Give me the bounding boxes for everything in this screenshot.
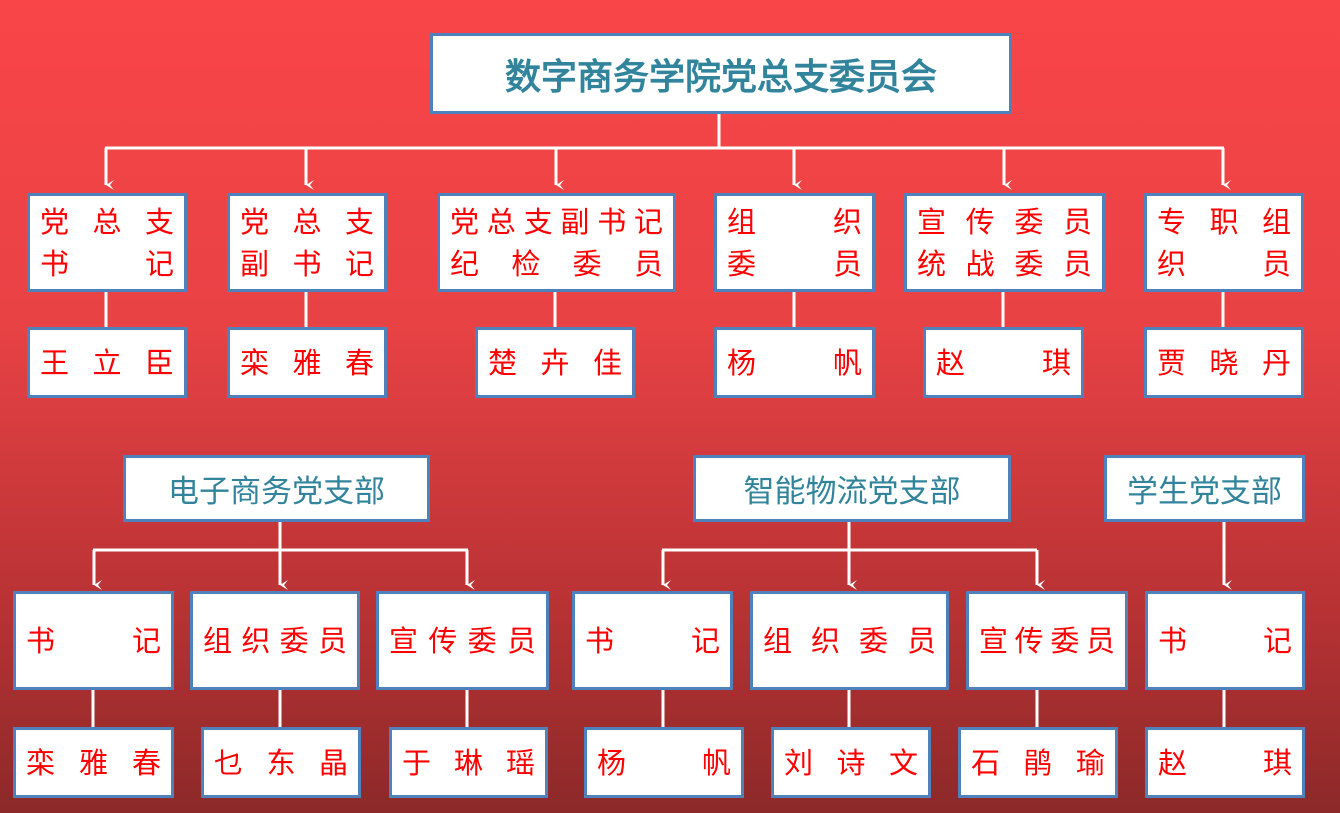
member-name: 楚 卉 佳 — [488, 345, 622, 380]
role-line: 党 总 支 — [240, 204, 374, 239]
role-line: 书 记 — [40, 246, 174, 281]
committee-role-box: 专 职 组织 员 — [1144, 193, 1304, 292]
role-line: 委 员 — [727, 246, 862, 281]
role-line: 副 书 记 — [240, 246, 374, 281]
member-name: 栾 雅 春 — [240, 345, 374, 380]
role-line: 宣 传 委 员 — [917, 204, 1092, 239]
role-line: 党 总 支 — [40, 204, 174, 239]
committee-role-box: 党总支副书记纪 检 委 员 — [437, 193, 676, 292]
role-line: 书 记 — [1158, 623, 1292, 658]
member-name: 乜 东 晶 — [214, 745, 348, 780]
committee-title: 数字商务学院党总支委员会 — [430, 33, 1012, 114]
role-line: 组织委员 — [203, 623, 347, 658]
branch-role-box: 宣传委员 — [966, 591, 1128, 690]
branch-name-box: 栾 雅 春 — [13, 727, 174, 798]
member-name: 王 立 臣 — [40, 345, 174, 380]
member-name: 赵 琪 — [1158, 745, 1292, 780]
branch-role-box: 书 记 — [13, 591, 174, 690]
role-line: 书 记 — [585, 623, 720, 658]
branch-name-box: 杨 帆 — [584, 727, 744, 798]
role-line: 纪 检 委 员 — [450, 246, 663, 281]
branch-name-box: 刘 诗 文 — [771, 727, 931, 798]
branch-name-box: 乜 东 晶 — [201, 727, 361, 798]
member-name: 赵 琪 — [936, 345, 1071, 380]
role-line: 书 记 — [26, 623, 161, 658]
branch-header-ecommerce: 电子商务党支部 — [123, 455, 430, 522]
committee-name-box: 王 立 臣 — [27, 327, 187, 398]
role-line: 党总支副书记 — [450, 204, 663, 239]
committee-name-box: 赵 琪 — [923, 327, 1084, 398]
branch-header-student: 学生党支部 — [1104, 455, 1305, 522]
member-name: 杨 帆 — [727, 345, 862, 380]
committee-role-box: 组 织委 员 — [714, 193, 875, 292]
role-line: 组 织 委 员 — [763, 623, 936, 658]
committee-role-box: 宣 传 委 员统 战 委 员 — [904, 193, 1105, 292]
branch-role-box: 组织委员 — [190, 591, 360, 690]
member-name: 石 鹃 瑜 — [971, 745, 1105, 780]
branch-name-box: 于 琳 瑶 — [389, 727, 548, 798]
committee-name-box: 栾 雅 春 — [227, 327, 387, 398]
role-line: 统 战 委 员 — [917, 246, 1092, 281]
branch-role-box: 书 记 — [572, 591, 733, 690]
branch-name-box: 赵 琪 — [1145, 727, 1305, 798]
role-line: 专 职 组 — [1157, 204, 1291, 239]
role-line: 组 织 — [727, 204, 862, 239]
role-line: 织 员 — [1157, 246, 1291, 281]
role-line: 宣传委员 — [979, 623, 1115, 658]
committee-role-box: 党 总 支副 书 记 — [227, 193, 387, 292]
member-name: 刘 诗 文 — [784, 745, 918, 780]
branch-role-box: 书 记 — [1145, 591, 1305, 690]
committee-name-box: 杨 帆 — [714, 327, 875, 398]
member-name: 于 琳 瑶 — [402, 745, 535, 780]
member-name: 栾 雅 春 — [26, 745, 161, 780]
committee-name-box: 楚 卉 佳 — [475, 327, 635, 398]
member-name: 杨 帆 — [597, 745, 731, 780]
committee-name-box: 贾 晓 丹 — [1144, 327, 1304, 398]
member-name: 贾 晓 丹 — [1157, 345, 1291, 380]
branch-role-box: 组 织 委 员 — [750, 591, 949, 690]
branch-role-box: 宣传委员 — [376, 591, 549, 690]
committee-role-box: 党 总 支书 记 — [27, 193, 187, 292]
branch-header-logistics: 智能物流党支部 — [693, 455, 1011, 522]
role-line: 宣传委员 — [389, 623, 536, 658]
branch-name-box: 石 鹃 瑜 — [958, 727, 1118, 798]
